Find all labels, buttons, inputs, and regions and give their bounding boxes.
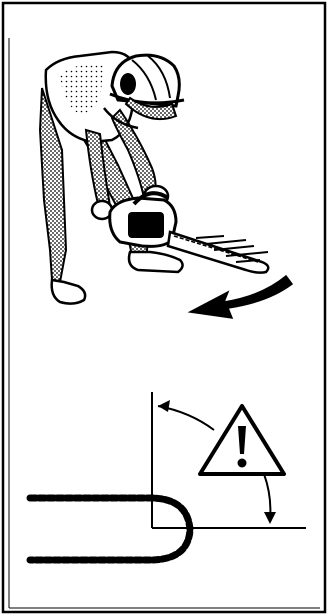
upper-arc-arrowhead [158, 400, 170, 412]
worker-with-chainsaw [40, 52, 184, 304]
motion-arrow [190, 276, 292, 318]
lower-arc-arrowhead [264, 512, 276, 524]
warning-triangle-icon [200, 406, 284, 474]
